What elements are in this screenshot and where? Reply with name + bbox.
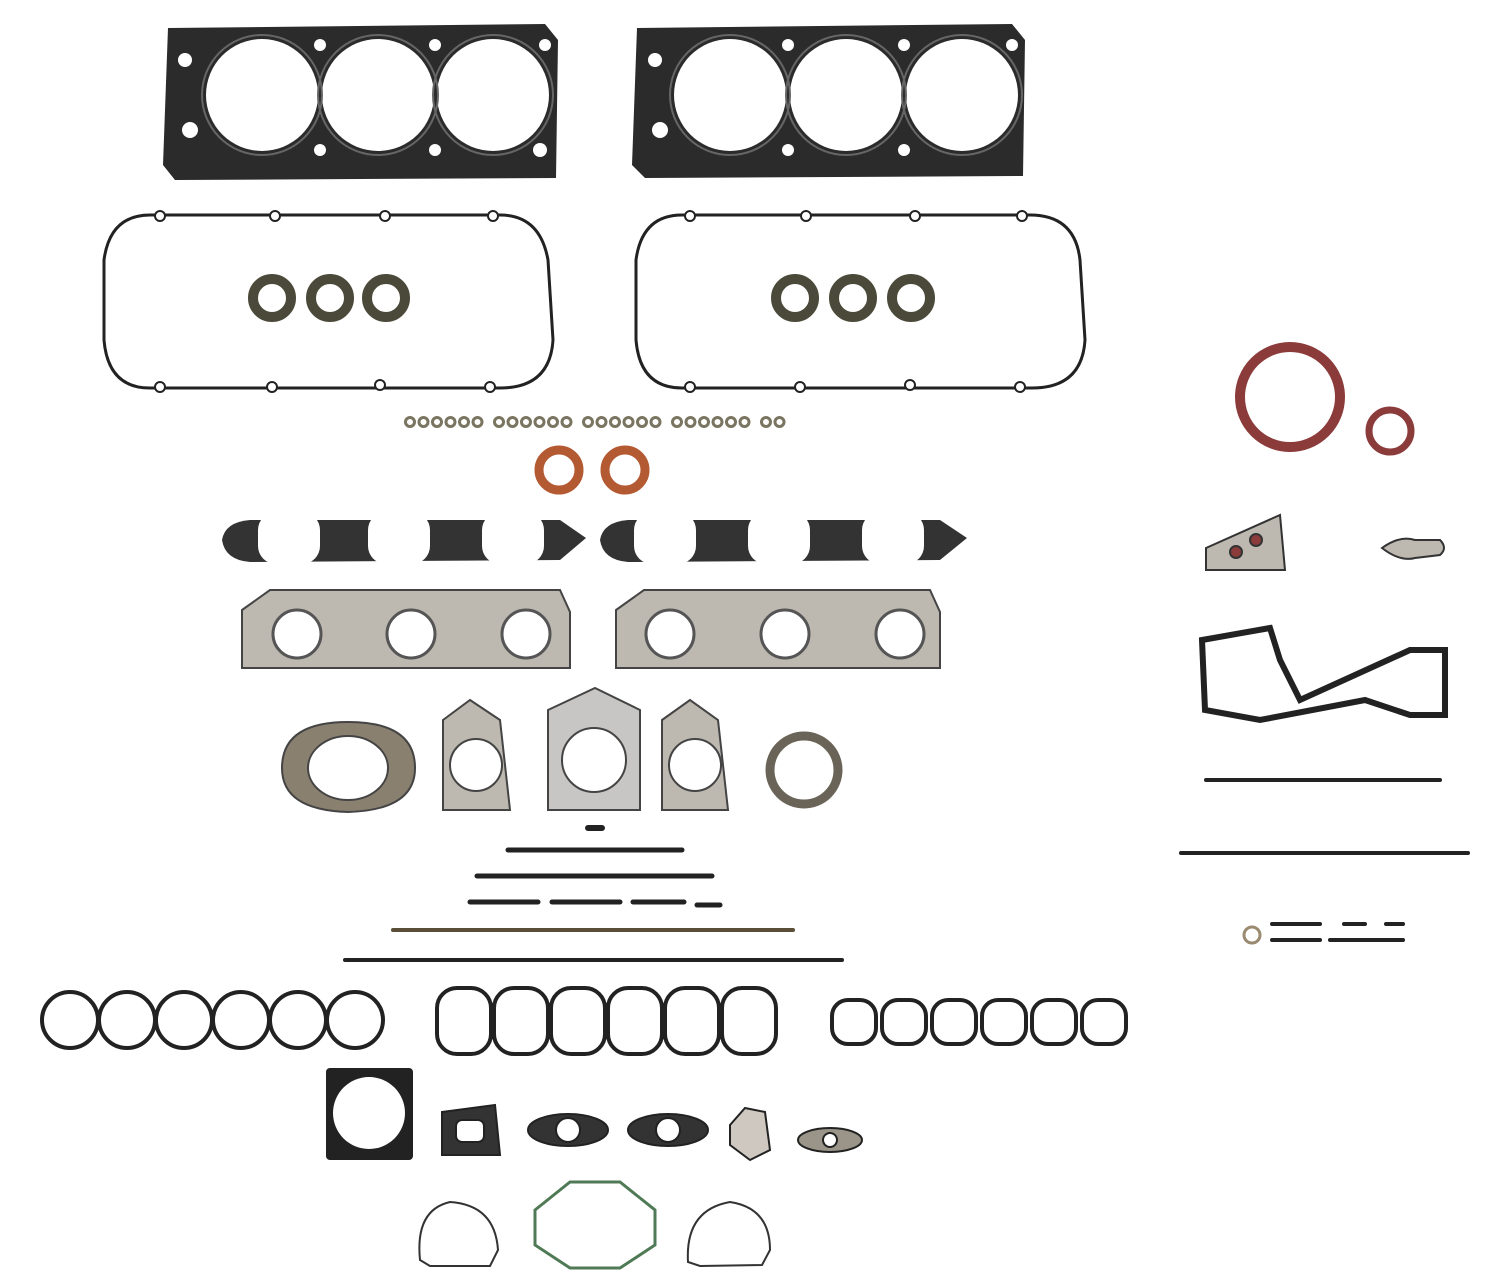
port-ring	[930, 998, 978, 1046]
washer	[506, 416, 519, 428]
intake-plenum-gaskets	[222, 512, 967, 564]
washer	[533, 416, 546, 428]
port-ring	[211, 990, 271, 1050]
port-ring	[663, 986, 721, 1056]
washer	[671, 416, 683, 428]
seal-strips	[343, 778, 1470, 962]
washer	[636, 416, 648, 428]
washer	[725, 416, 737, 428]
port-ring	[1030, 998, 1078, 1046]
small-gaskets	[441, 1103, 863, 1162]
washer	[404, 416, 416, 428]
washer	[609, 416, 621, 428]
washer	[547, 416, 559, 428]
washer	[417, 416, 430, 428]
port-ring	[435, 986, 493, 1056]
port-ring	[40, 990, 100, 1050]
port-ring	[1080, 998, 1128, 1046]
port-ring	[268, 990, 328, 1050]
washer	[560, 416, 573, 428]
washer	[622, 416, 635, 428]
port-ring	[980, 998, 1028, 1046]
port-ring	[97, 990, 157, 1050]
spark-plug-seals-right	[771, 274, 935, 322]
crankshaft-seals	[1235, 342, 1415, 456]
washer	[738, 416, 751, 428]
washer	[698, 416, 710, 428]
head-gasket-right	[632, 24, 1025, 178]
port-ring	[830, 998, 878, 1046]
throttle-o-rings	[418, 1180, 772, 1270]
port-ring	[492, 986, 550, 1056]
washer	[760, 416, 772, 428]
port-ring	[549, 986, 607, 1056]
washer	[595, 416, 608, 428]
washer-row	[404, 416, 786, 428]
exhaust-manifold-gaskets	[241, 589, 941, 669]
camshaft-seals	[534, 445, 650, 495]
washer	[444, 416, 457, 428]
lower-intake-gaskets	[40, 986, 1128, 1056]
port-ring	[325, 990, 385, 1050]
washer	[773, 416, 786, 428]
washer	[711, 416, 724, 428]
washer	[582, 416, 594, 428]
valve-cover-gasket-left	[102, 210, 555, 393]
port-ring	[880, 998, 928, 1046]
washer	[458, 416, 470, 428]
port-ring	[606, 986, 664, 1056]
valve-cover-gasket-right	[634, 210, 1087, 393]
small-o-ring	[1242, 925, 1262, 945]
port-ring	[154, 990, 214, 1050]
exhaust-pipe-gaskets	[280, 686, 843, 814]
washer	[520, 416, 532, 428]
washer	[649, 416, 662, 428]
port-ring	[720, 986, 778, 1056]
head-gasket-left	[163, 24, 558, 180]
spark-plug-seals-left	[248, 274, 410, 322]
throttle-body-gasket	[326, 1068, 413, 1160]
washer	[431, 416, 443, 428]
washer	[471, 416, 484, 428]
water-pump-gaskets	[1198, 513, 1448, 724]
washer	[493, 416, 505, 428]
washer	[684, 416, 697, 428]
